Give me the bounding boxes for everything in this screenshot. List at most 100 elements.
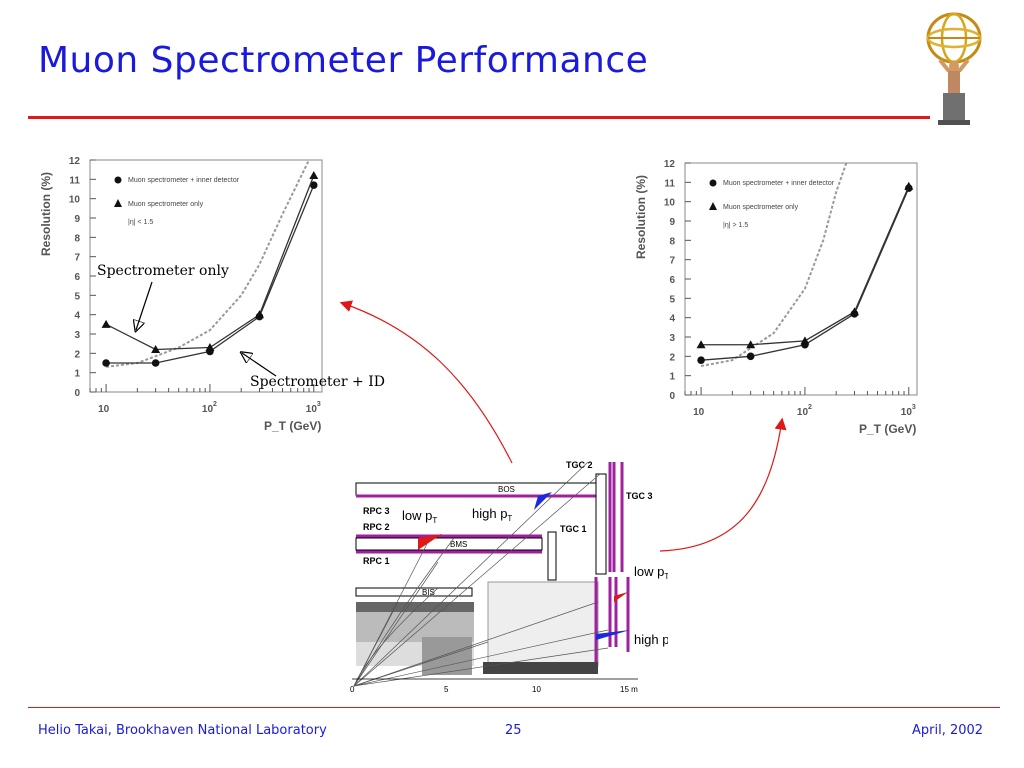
data-point-triangle	[101, 319, 111, 328]
x-tick-label: 102	[202, 401, 217, 415]
endcap-region	[487, 581, 599, 667]
bis-label: BIS	[422, 588, 435, 597]
dashed-curve	[700, 162, 848, 367]
data-point-triangle	[205, 343, 215, 352]
y-tick-label: 4	[669, 314, 675, 325]
data-point-triangle	[309, 170, 319, 179]
scale-15: 15 m	[620, 685, 638, 694]
data-point-circle	[151, 359, 160, 367]
plot-frame	[684, 162, 918, 396]
x-axis-label: P_T (GeV)	[859, 422, 916, 436]
data-point-circle	[102, 359, 110, 367]
x-axis-label: P_T (GeV)	[264, 419, 321, 433]
tgc-box	[595, 473, 607, 575]
y-tick-label: 2	[669, 352, 675, 363]
detector-svg: BOS BMS BIS RPC 3 RPC 2 RPC 1 TGC 2 TGC …	[350, 460, 674, 694]
x-tick-label: 10	[98, 404, 110, 415]
atlas-logo-icon	[926, 12, 982, 125]
y-tick-label: 0	[669, 391, 675, 402]
x-tick-label: 10	[693, 407, 705, 418]
data-point-triangle	[151, 344, 161, 353]
data-point-triangle	[904, 181, 914, 190]
high-pt-label-endcap: high pT	[634, 632, 668, 649]
tgc1-label: TGC 1	[560, 524, 587, 534]
tgc1-box	[547, 531, 557, 581]
data-point-triangle	[800, 336, 810, 345]
y-tick-label: 3	[669, 333, 675, 344]
x-tick-label: 103	[901, 404, 916, 418]
annotation-spectrometer-id: Spectrometer + ID	[250, 374, 385, 390]
y-tick-label: 1	[669, 372, 675, 383]
data-point-triangle	[254, 310, 264, 319]
title-underline	[28, 116, 930, 119]
y-tick-label: 5	[669, 294, 675, 305]
y-tick-label: 8	[74, 233, 80, 244]
data-point-triangle	[746, 340, 756, 349]
y-tick-label: 11	[69, 175, 80, 186]
calorimeter-block	[422, 637, 472, 675]
scale-10: 10	[532, 685, 541, 694]
low-pt-cone-endcap	[614, 592, 628, 602]
legend-label-combined: Muon spectrometer + inner detector	[723, 180, 835, 187]
high-pt-cone-endcap	[596, 630, 630, 640]
legend-label-spectrometer: Muon spectrometer only	[723, 204, 799, 211]
y-tick-label: 12	[69, 156, 81, 167]
tgc3-label: TGC 3	[626, 491, 653, 501]
tgc2-label: TGC 2	[566, 460, 593, 470]
footer-page-number: 25	[505, 723, 522, 738]
scale-0: 0	[350, 685, 355, 694]
bms-chamber	[355, 537, 543, 551]
y-tick-label: 7	[74, 253, 80, 264]
legend-triangle-marker	[709, 202, 717, 210]
data-point-circle	[746, 352, 755, 361]
y-tick-label: 2	[74, 349, 80, 360]
footer-date: April, 2002	[912, 723, 984, 738]
low-pt-cone-barrel	[418, 534, 442, 550]
inner-block-1	[356, 602, 474, 612]
detector-schematic: BOS BMS BIS RPC 3 RPC 2 RPC 1 TGC 2 TGC …	[338, 452, 674, 700]
annotation-spectrometer-only: Spectrometer only	[97, 263, 229, 279]
data-point-circle	[309, 181, 318, 189]
y-tick-label: 7	[669, 256, 675, 267]
y-tick-label: 11	[664, 178, 675, 189]
y-axis-label: Resolution (%)	[39, 172, 53, 256]
legend-label-combined: Muon spectrometer + inner detector	[128, 177, 240, 184]
data-point-circle	[697, 356, 705, 364]
y-tick-label: 12	[664, 159, 676, 170]
bms-label: BMS	[450, 540, 467, 549]
data-point-triangle	[849, 307, 859, 316]
legend-eta-cut: |η| > 1.5	[723, 222, 748, 229]
plot-frame	[89, 159, 323, 393]
data-point-triangle	[696, 340, 706, 349]
y-tick-label: 6	[74, 272, 80, 283]
y-tick-label: 1	[74, 369, 80, 380]
low-pt-label-endcap: low pT	[634, 564, 668, 581]
y-tick-label: 8	[669, 236, 675, 247]
legend-triangle-marker	[114, 199, 122, 207]
high-pt-label-barrel: high pT	[472, 506, 512, 523]
legend-eta-cut: |η| < 1.5	[128, 219, 153, 226]
x-tick-label: 102	[797, 404, 812, 418]
dashed-curve	[105, 159, 310, 368]
bis-chamber	[355, 587, 473, 597]
legend-circle-marker	[114, 176, 122, 184]
y-tick-label: 9	[74, 214, 80, 225]
y-tick-label: 0	[74, 388, 80, 399]
y-tick-label: 5	[74, 291, 80, 302]
rpc3-label: RPC 3	[363, 506, 390, 516]
x-tick-label: 103	[306, 401, 321, 415]
high-pt-cone-barrel	[534, 492, 552, 510]
y-tick-label: 3	[74, 330, 80, 341]
scale-5: 5	[444, 685, 449, 694]
footer-author: Helio Takai, Brookhaven National Laborat…	[38, 723, 327, 738]
rpc1-label: RPC 1	[363, 556, 390, 566]
bos-label: BOS	[498, 485, 515, 494]
legend-circle-marker	[709, 179, 717, 187]
low-pt-label-barrel: low pT	[402, 508, 437, 525]
slide-title: Muon Spectrometer Performance	[38, 40, 649, 81]
rpc2-label: RPC 2	[363, 522, 390, 532]
